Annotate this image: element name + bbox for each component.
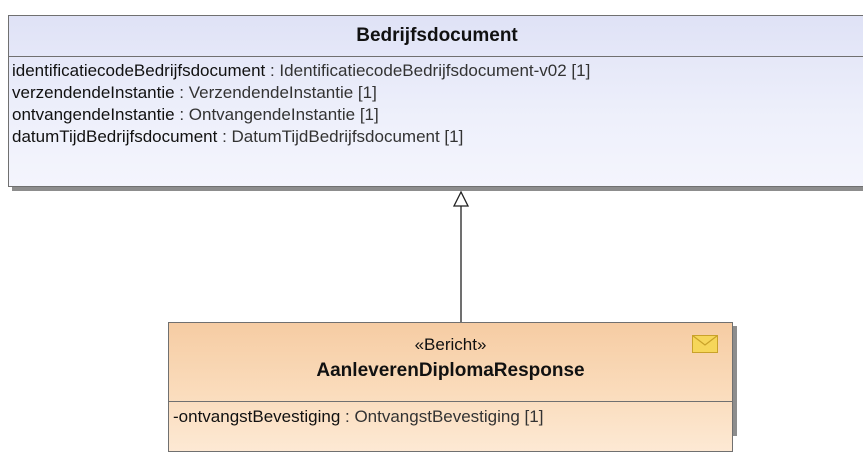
attribute-type: : OntvangendeInstantie [1] bbox=[174, 105, 379, 124]
attribute-type: : VerzendendeInstantie [1] bbox=[174, 83, 377, 102]
generalization-connector[interactable] bbox=[0, 0, 863, 436]
attribute-name: -ontvangstBevestiging bbox=[173, 407, 341, 426]
class-name: Bedrijfsdocument bbox=[356, 25, 518, 46]
attribute-row[interactable]: -ontvangstBevestiging : OntvangstBevesti… bbox=[173, 406, 732, 428]
parent-class-shadow bbox=[12, 186, 863, 191]
attribute-name: identificatiecodeBedrijfsdocument bbox=[12, 61, 266, 80]
attribute-row[interactable]: ontvangendeInstantie : OntvangendeInstan… bbox=[12, 104, 863, 126]
attribute-row[interactable]: datumTijdBedrijfsdocument : DatumTijdBed… bbox=[12, 126, 863, 148]
class-aanleveren-diploma-response[interactable]: «Bericht» AanleverenDiplomaResponse -ont… bbox=[168, 322, 733, 452]
class-name: AanleverenDiplomaResponse bbox=[316, 360, 585, 381]
class-bedrijfsdocument[interactable]: Bedrijfsdocument identificatiecodeBedrij… bbox=[8, 15, 863, 187]
envelope-icon bbox=[692, 335, 718, 353]
attribute-type: : OntvangstBevestiging [1] bbox=[340, 407, 544, 426]
attribute-name: ontvangendeInstantie bbox=[12, 105, 175, 124]
attribute-row[interactable]: identificatiecodeBedrijfsdocument : Iden… bbox=[12, 60, 863, 82]
attribute-type: : DatumTijdBedrijfsdocument [1] bbox=[217, 127, 464, 146]
stereotype-label: «Bericht» bbox=[414, 335, 487, 354]
attribute-compartment: identificatiecodeBedrijfsdocument : Iden… bbox=[9, 57, 863, 148]
attribute-name: verzendendeInstantie bbox=[12, 83, 175, 102]
generalization-arrowhead bbox=[452, 190, 470, 207]
attribute-compartment: -ontvangstBevestiging : OntvangstBevesti… bbox=[169, 402, 732, 428]
attribute-name: datumTijdBedrijfsdocument bbox=[12, 127, 218, 146]
attribute-type: : IdentificatiecodeBedrijfsdocument-v02 … bbox=[265, 61, 591, 80]
class-name-header: «Bericht» AanleverenDiplomaResponse bbox=[169, 323, 732, 402]
attribute-row[interactable]: verzendendeInstantie : VerzendendeInstan… bbox=[12, 82, 863, 104]
child-class-shadow bbox=[733, 326, 737, 436]
class-name-header: Bedrijfsdocument bbox=[9, 16, 863, 57]
